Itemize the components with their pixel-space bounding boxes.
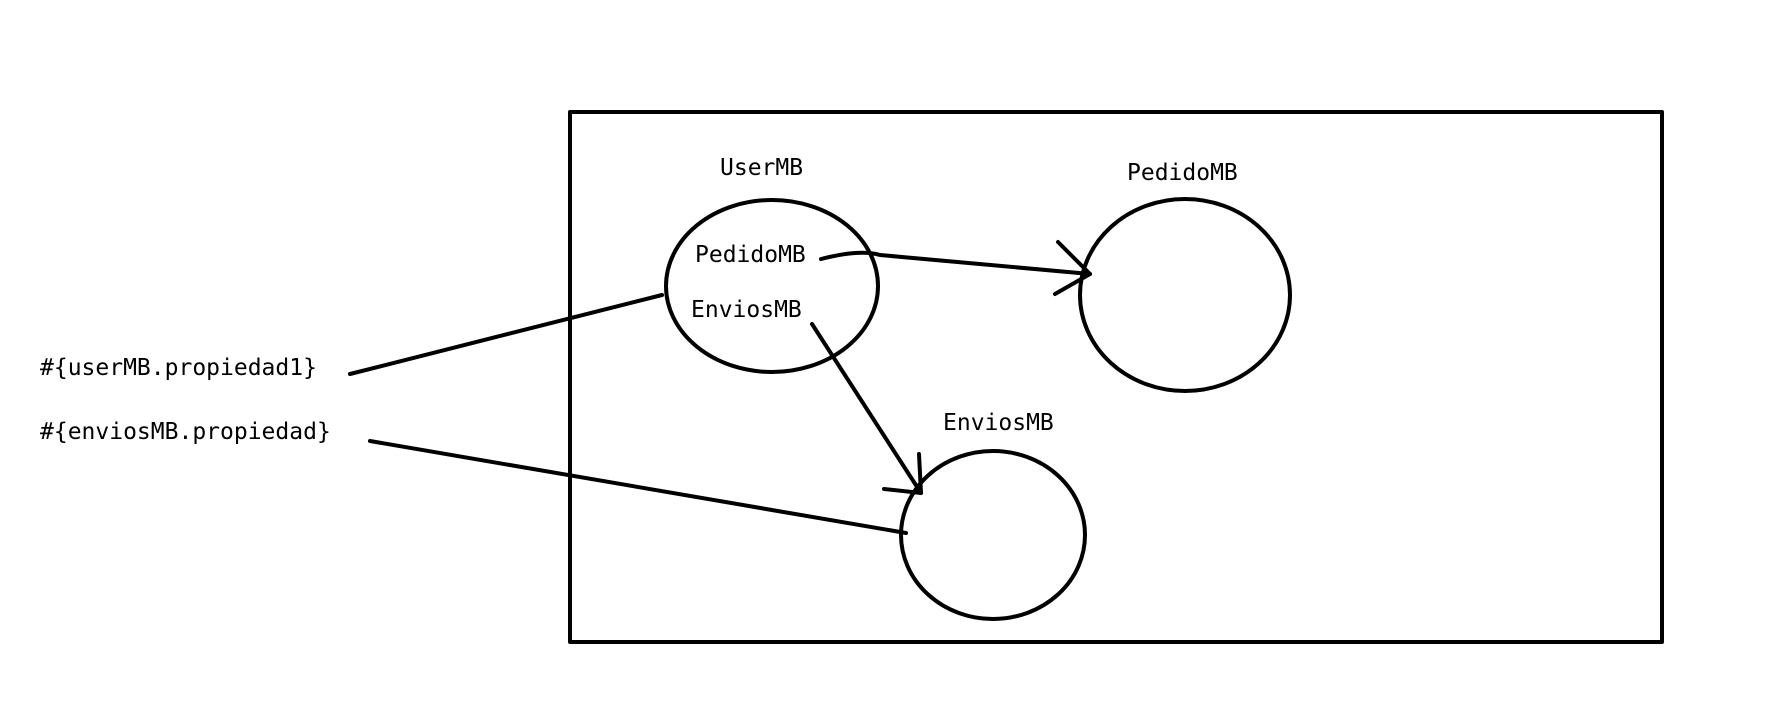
line-expression-to-enviosmb (368, 439, 908, 535)
enviosmb-circle (899, 449, 1087, 621)
container-box (568, 110, 1664, 644)
usermb-property-enviosmb: EnviosMB (691, 297, 802, 323)
arrow-usermb-to-enviosmb (810, 322, 923, 495)
arrow-usermb-to-pedidomb (819, 250, 1092, 276)
pedidomb-circle (1078, 197, 1292, 393)
usermb-circle (664, 198, 880, 374)
usermb-title: UserMB (720, 155, 803, 181)
line-expression-to-usermb (348, 293, 664, 376)
enviosmb-title: EnviosMB (943, 410, 1054, 436)
arrowhead-enviosmb (882, 452, 923, 495)
expression-usermb-propiedad1: #{userMB.propiedad1} (40, 355, 317, 381)
usermb-property-pedidomb: PedidoMB (695, 242, 806, 268)
arrowhead-pedidomb (1053, 240, 1092, 296)
expression-enviosmb-propiedad: #{enviosMB.propiedad} (40, 419, 331, 445)
pedidomb-title: PedidoMB (1127, 160, 1238, 186)
